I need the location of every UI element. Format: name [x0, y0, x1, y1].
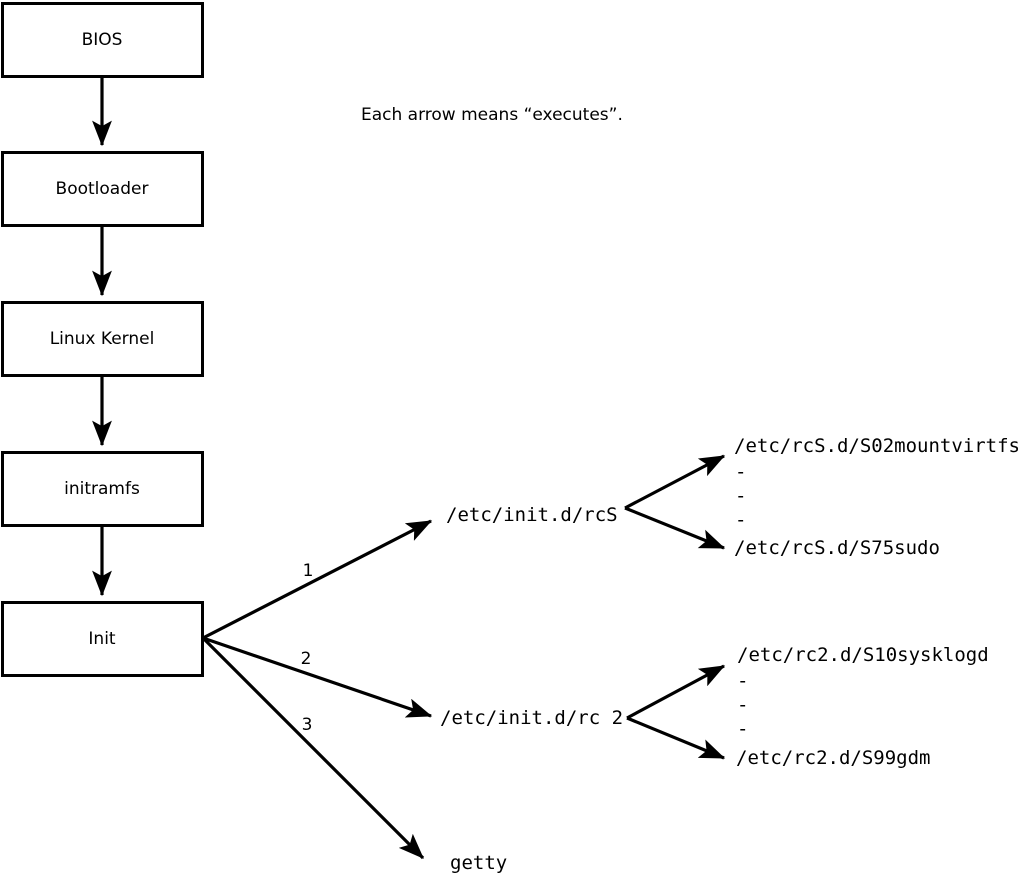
arrow-rcs-to-first-script: [624, 454, 726, 510]
rc2-script-last: /etc/rc2.d/S99gdm: [736, 747, 930, 769]
box-bootloader-label: Bootloader: [56, 179, 149, 199]
target-getty-label: getty: [450, 852, 507, 874]
target-rc2-label: /etc/init.d/rc 2: [440, 707, 623, 729]
edge-number-3: 3: [302, 715, 313, 735]
box-bios-rect: [1, 2, 204, 78]
box-bootloader-rect: [1, 151, 204, 227]
box-bootloader[interactable]: Bootloader: [1, 151, 204, 227]
box-initramfs[interactable]: initramfs: [1, 451, 204, 527]
legend-note: Each arrow means “executes”.: [361, 105, 623, 125]
rc2-ellipsis-dash-3: -: [737, 718, 748, 740]
box-linux-kernel[interactable]: Linux Kernel: [1, 301, 204, 377]
edge-number-1: 1: [303, 561, 314, 581]
arrow-init-to-rc2: [202, 636, 433, 718]
target-rcs-label: /etc/init.d/rcS: [446, 504, 618, 526]
arrow-init-to-rcs: [202, 519, 433, 640]
rcs-ellipsis-dash-1: -: [735, 461, 746, 483]
rc2-ellipsis-dash-2: -: [737, 694, 748, 716]
arrow-init-to-getty: [201, 636, 425, 860]
box-initramfs-rect: [1, 451, 204, 527]
arrow-rcs-to-last-script: [624, 506, 726, 550]
box-initramfs-label: initramfs: [64, 479, 140, 499]
rc2-ellipsis-dash-1: -: [737, 670, 748, 692]
rcs-ellipsis-dash-2: -: [735, 485, 746, 507]
rc2-script-first: /etc/rc2.d/S10sysklogd: [737, 644, 989, 666]
rcs-ellipsis-dash-3: -: [735, 509, 746, 531]
box-linux-kernel-rect: [1, 301, 204, 377]
box-bios-label: BIOS: [82, 30, 123, 50]
rcs-script-last: /etc/rcS.d/S75sudo: [734, 537, 940, 559]
box-bios[interactable]: BIOS: [1, 2, 204, 78]
rcs-script-first: /etc/rcS.d/S02mountvirtfs: [734, 435, 1020, 457]
box-init-label: Init: [88, 629, 116, 649]
edge-number-2: 2: [301, 649, 312, 669]
box-linux-kernel-label: Linux Kernel: [50, 329, 155, 349]
box-init[interactable]: Init: [1, 601, 204, 677]
arrow-rc2-to-last-script: [626, 716, 726, 760]
arrow-rc2-to-first-script: [626, 664, 726, 720]
